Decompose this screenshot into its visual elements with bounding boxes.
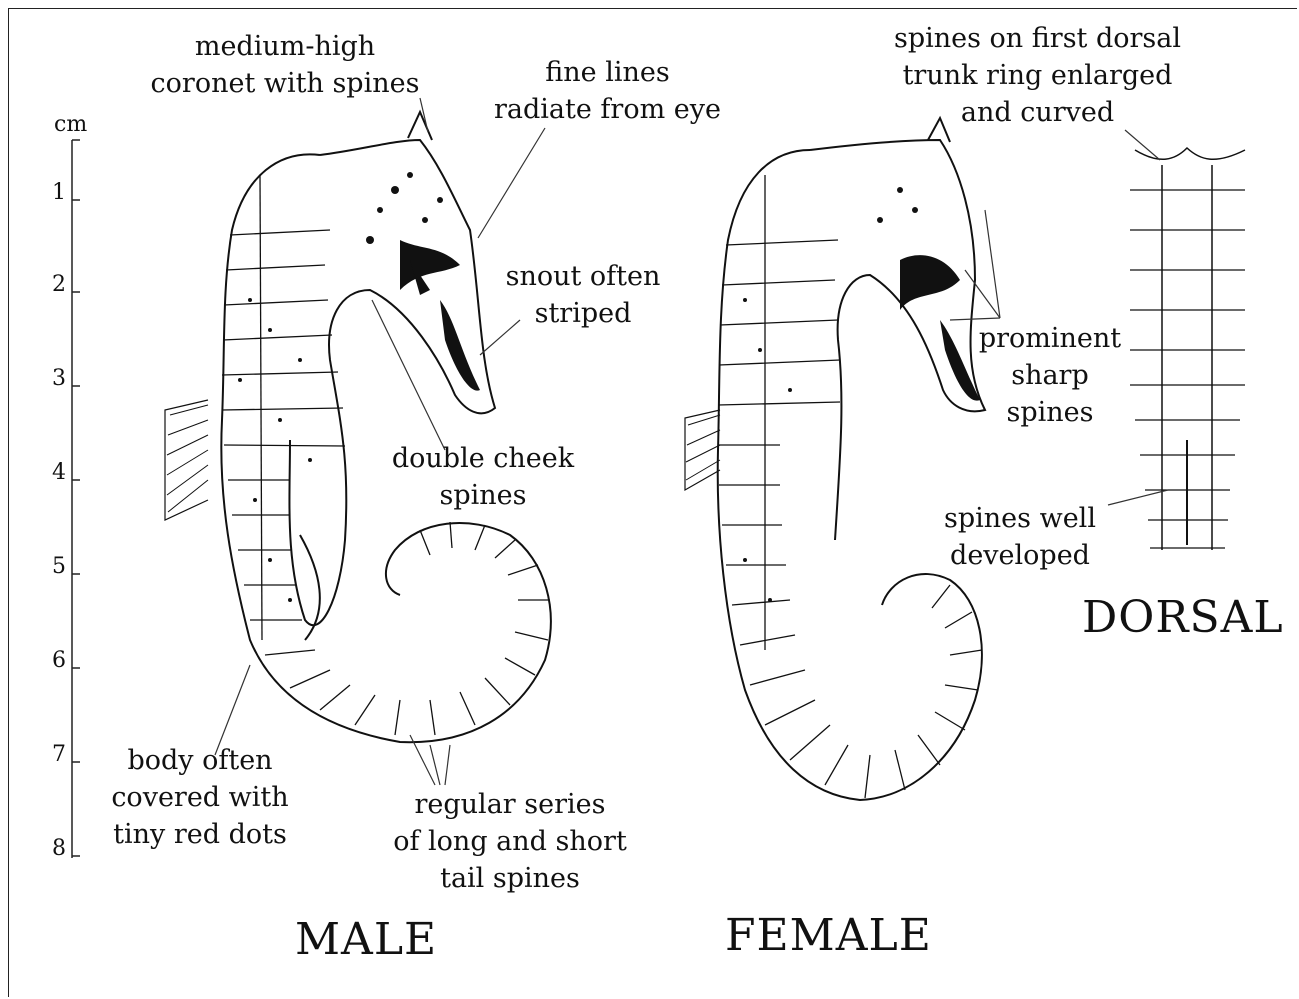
label-line: trunk ring enlarged (875, 57, 1200, 94)
annotation-leader-lines (215, 98, 1168, 785)
label-line: tail spines (380, 860, 640, 897)
label-line: double cheek (378, 440, 588, 477)
scale-bar (72, 140, 80, 858)
label-line: snout often (488, 258, 678, 295)
label-body-dots: body often covered with tiny red dots (100, 742, 300, 853)
scale-tick-label: 1 (52, 180, 66, 205)
label-well-developed: spines well developed (930, 500, 1110, 574)
scale-tick-label: 7 (52, 742, 66, 767)
label-line: prominent (965, 320, 1135, 357)
scale-unit-label: cm (54, 112, 87, 137)
label-line: regular series (380, 786, 640, 823)
label-prominent-spines: prominent sharp spines (965, 320, 1135, 431)
label-line: coronet with spines (120, 65, 450, 102)
label-fine-lines: fine lines radiate from eye (480, 54, 735, 128)
label-line: spines (965, 394, 1135, 431)
label-line: fine lines (480, 54, 735, 91)
label-line: spines (378, 477, 588, 514)
female-title: FEMALE (725, 910, 932, 961)
male-title: MALE (295, 914, 437, 965)
label-snout: snout often striped (488, 258, 678, 332)
label-line: striped (488, 295, 678, 332)
label-line: and curved (875, 94, 1200, 131)
label-double-cheek: double cheek spines (378, 440, 588, 514)
label-line: spines well (930, 500, 1110, 537)
label-line: spines on first dorsal (875, 20, 1200, 57)
label-line: radiate from eye (480, 91, 735, 128)
label-line: developed (930, 537, 1110, 574)
label-tail-spines: regular series of long and short tail sp… (380, 786, 640, 897)
label-line: sharp (965, 357, 1135, 394)
label-coronet: medium-high coronet with spines (120, 28, 450, 102)
male-seahorse-drawing (165, 112, 551, 742)
label-line: medium-high (120, 28, 450, 65)
label-line: of long and short (380, 823, 640, 860)
label-first-dorsal: spines on first dorsal trunk ring enlarg… (875, 20, 1200, 131)
female-seahorse-drawing (685, 118, 985, 800)
scale-tick-label: 5 (52, 554, 66, 579)
dorsal-view-drawing (1130, 148, 1245, 550)
scale-tick-label: 6 (52, 648, 66, 673)
scale-tick-label: 2 (52, 272, 66, 297)
label-line: body often (100, 742, 300, 779)
label-line: covered with (100, 779, 300, 816)
scale-tick-label: 8 (52, 836, 66, 861)
dorsal-title: DORSAL (1082, 592, 1284, 643)
scale-tick-label: 4 (52, 460, 66, 485)
label-line: tiny red dots (100, 816, 300, 853)
scale-tick-label: 3 (52, 366, 66, 391)
